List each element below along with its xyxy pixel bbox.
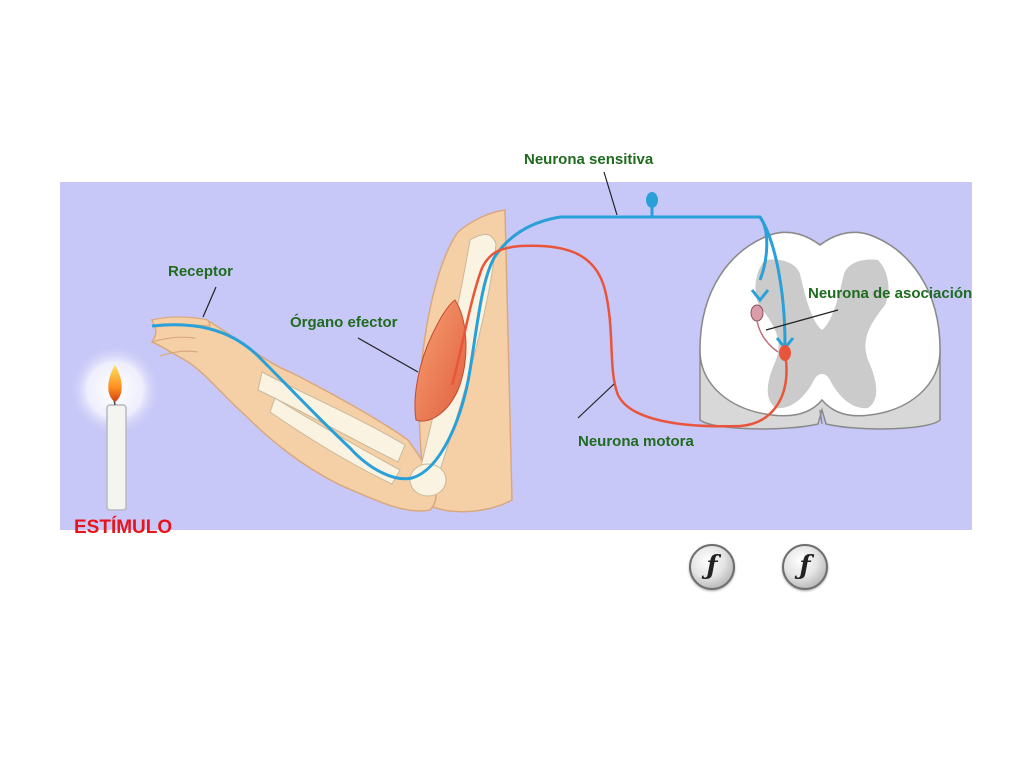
effector-muscle	[414, 299, 467, 422]
flash-button-2[interactable]: ƒ	[782, 544, 828, 590]
label-sensory-neuron: Neurona sensitiva	[524, 151, 654, 168]
sensory-neuron	[151, 192, 795, 481]
label-association-neuron: Neurona de asociación	[808, 285, 973, 302]
motor-neuron	[450, 244, 791, 428]
flash-player-icon: ƒ	[706, 551, 718, 581]
candle	[69, 344, 161, 511]
label-receptor: Receptor	[168, 263, 234, 280]
association-neuron-body	[750, 304, 764, 322]
label-effector-organ: Órgano efector	[290, 314, 398, 331]
motor-neuron-body	[779, 345, 791, 361]
flash-player-icon: ƒ	[799, 551, 811, 581]
label-motor-neuron: Neurona motora	[578, 433, 694, 450]
leader-lines	[202, 171, 839, 419]
flash-button-1[interactable]: ƒ	[689, 544, 735, 590]
label-stimulus: ESTÍMULO	[74, 517, 173, 538]
sensory-ganglion	[646, 192, 658, 208]
spinal-cord	[699, 231, 941, 430]
